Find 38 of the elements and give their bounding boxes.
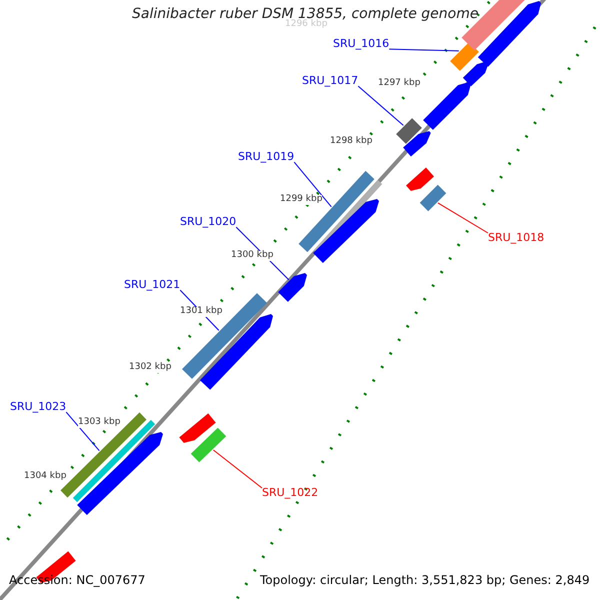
gene-bar (450, 42, 479, 71)
gene-block (179, 413, 216, 443)
leader-line (358, 86, 404, 126)
footer-text: Accession: NC_007677 (9, 574, 146, 588)
leader-line (437, 202, 488, 234)
scale-label: 1298 kbp (330, 137, 372, 147)
gene-bar (182, 293, 267, 379)
scale-label: 1301 kbp (180, 307, 222, 317)
gene-block (403, 131, 431, 156)
gene-label: SRU_1020 (180, 216, 236, 228)
gene-label: SRU_1018 (488, 232, 544, 244)
gene-block (462, 61, 489, 86)
gene-block (77, 432, 163, 515)
scale-label: 1299 kbp (280, 195, 322, 205)
gene-bar (190, 428, 226, 462)
scale-label: 1300 kbp (231, 251, 274, 261)
gene-label: SRU_1023 (10, 401, 66, 414)
leader-line (66, 412, 100, 452)
gene-bar (396, 118, 422, 144)
gene-block (478, 1, 541, 67)
gene-block (200, 314, 273, 390)
gene-label: SRU_1019 (238, 151, 294, 164)
scale-label: 1304 kbp (24, 472, 66, 482)
gene-label: SRU_1022 (262, 487, 318, 500)
scale-label: 1302 kbp (129, 363, 172, 373)
leader-line (388, 48, 460, 52)
gene-label: SRU_1021 (124, 279, 180, 292)
gene-label: SRU_1016 (333, 38, 390, 50)
leader-line (212, 450, 262, 488)
scale-label: 1303 kbp (78, 418, 120, 428)
gene-block (278, 273, 307, 302)
gene-bar (420, 184, 446, 212)
scale-label: 1297 kbp (378, 79, 420, 89)
leader-line (294, 162, 332, 208)
gene-block (423, 82, 471, 130)
gene-label: SRU_1017 (302, 75, 358, 88)
gene-block (406, 168, 434, 191)
footer-text: Topology: circular; Length: 3,551,823 bp; Genes: 2,849 (260, 574, 590, 588)
